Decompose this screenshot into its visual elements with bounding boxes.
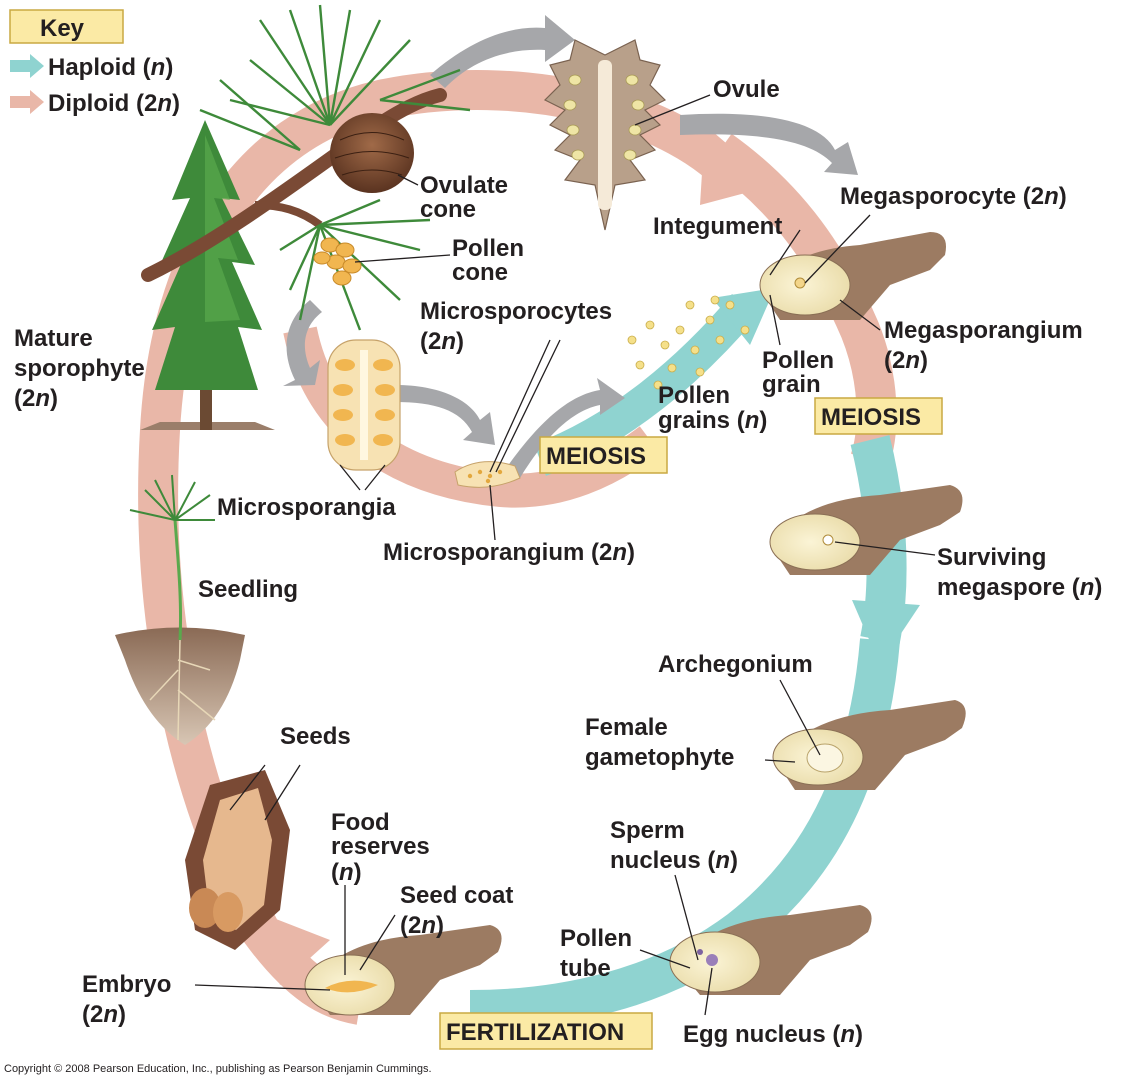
legend-title: Key: [40, 15, 85, 42]
ovulate-cone-illustration: [330, 113, 414, 193]
label-pollen-cone: Pollen cone: [452, 235, 531, 286]
label-microsporangium: Microsporangium (2n): [383, 539, 635, 566]
haploid-key-arrow: [10, 54, 44, 78]
legend-title-box: [9, 9, 124, 44]
leader-lines: [194, 94, 936, 1016]
label-pollen-grains: Pollen grains (n): [658, 382, 767, 434]
fertilization-box: FERTILIZATION: [439, 1012, 653, 1050]
process-arrows: [283, 15, 858, 478]
pollen-grains-illustration: [627, 295, 750, 390]
meiosis-label-microspore: MEIOSIS: [546, 443, 646, 470]
microsporangium-illustration: [454, 461, 521, 488]
label-microsporangia: Microsporangia: [217, 494, 396, 521]
seed-cross-section-illustration: [304, 925, 502, 1016]
label-microsporocytes: Microsporocytes (2n): [420, 298, 619, 355]
legend: Key Haploid (n) Diploid (2n): [9, 9, 180, 117]
label-integument: Integument: [653, 213, 782, 240]
label-pollen-tube: Pollen tube: [560, 925, 639, 982]
seed-illustration: [185, 770, 290, 950]
label-sperm-nucleus: Sperm nucleus (n): [610, 817, 738, 874]
label-surviving-megaspore: Surviving megaspore (n): [937, 544, 1102, 601]
pine-branch: [141, 4, 471, 331]
copyright-notice: Copyright © 2008 Pearson Education, Inc.…: [4, 1063, 432, 1075]
diploid-key-label: Diploid (2n): [48, 90, 180, 117]
label-seed-coat: Seed coat (2n): [400, 882, 520, 939]
surviving-megaspore-illustration: [769, 485, 963, 575]
ovule-megasporangium-illustration: [759, 232, 946, 320]
pollen-cone-section: [327, 339, 401, 471]
label-ovule: Ovule: [713, 76, 780, 103]
label-megasporangium: Megasporangium (2n): [884, 317, 1089, 374]
label-megasporocyte: Megasporocyte (2n): [840, 183, 1067, 210]
meiosis-box-microspore: MEIOSIS: [539, 436, 668, 474]
meiosis-label-megaspore: MEIOSIS: [821, 404, 921, 431]
label-archegonium: Archegonium: [658, 651, 813, 678]
label-seedling: Seedling: [198, 576, 298, 603]
label-embryo: Embryo (2n): [82, 971, 178, 1028]
label-ovulate-cone: Ovulate cone: [420, 172, 515, 223]
haploid-key-label: Haploid (n): [48, 54, 173, 81]
ovulate-cone-section: [543, 39, 667, 231]
label-pollen-grain: Pollen grain: [762, 347, 841, 398]
meiosis-box-megaspore: MEIOSIS: [814, 397, 943, 435]
seedling-illustration: [115, 474, 245, 745]
label-egg-nucleus: Egg nucleus (n): [683, 1021, 863, 1048]
diploid-key-arrow: [10, 90, 44, 114]
pollen-cone-illustration: [313, 237, 362, 286]
fertilization-ovule-illustration: [669, 905, 872, 995]
label-seeds: Seeds: [280, 723, 351, 750]
label-mature-sporophyte: Mature sporophyte (2n): [14, 325, 151, 412]
female-gametophyte-illustration: [772, 700, 966, 790]
mature-sporophyte-tree: [140, 120, 275, 430]
label-food-reserves: Food reserves (n): [331, 809, 436, 886]
fertilization-label: FERTILIZATION: [446, 1019, 624, 1046]
label-female-gametophyte: Female gametophyte: [585, 714, 734, 771]
